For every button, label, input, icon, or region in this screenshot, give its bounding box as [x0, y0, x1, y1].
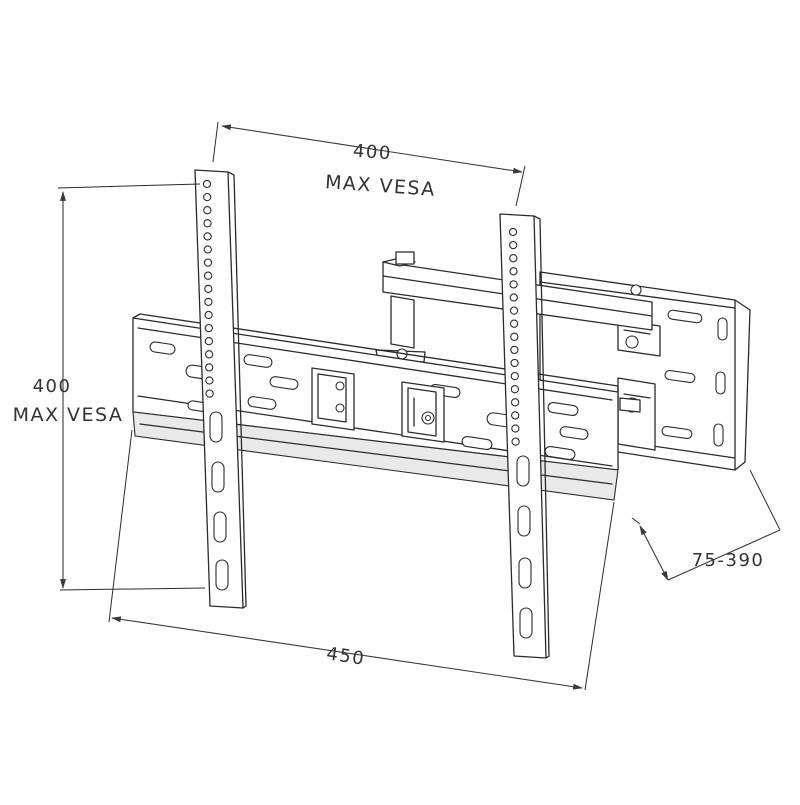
dimension-top-width: 400 MAX VESA [212, 121, 526, 207]
mounting-hole [203, 206, 212, 215]
left-height-value: 400 [33, 376, 72, 397]
top-width-value: 400 [352, 141, 392, 165]
mounting-hole [203, 245, 212, 254]
mounting-hole [510, 371, 519, 381]
mounting-hole [203, 192, 212, 202]
mounting-hole [509, 267, 518, 276]
mounting-hole [203, 258, 213, 267]
mounting-hole [204, 350, 214, 359]
right-vertical-bar [499, 213, 550, 659]
left-vertical-bar [194, 169, 247, 609]
mounting-hole [204, 297, 213, 307]
mounting-hole [510, 345, 519, 355]
left-height-label: MAX VESA [13, 404, 124, 426]
mounting-hole [509, 280, 518, 289]
mounting-hole [510, 385, 520, 394]
mounting-hole [510, 398, 520, 407]
mounting-hole [511, 424, 520, 433]
mounting-hole [204, 310, 213, 320]
extension-value: 75-390 [692, 550, 765, 571]
mounting-hole [509, 306, 519, 315]
mounting-hole [205, 376, 214, 385]
mounting-hole [511, 411, 520, 420]
horizontal-rail [132, 313, 619, 501]
mounting-hole [205, 363, 214, 372]
mounting-hole [510, 332, 519, 341]
mounting-hole [509, 293, 518, 302]
dimension-left-height: 400 MAX VESA [13, 183, 206, 591]
bottom-width-value: 450 [325, 643, 367, 670]
top-width-label: MAX VESA [324, 171, 436, 201]
mounting-hole [203, 271, 213, 280]
mounting-hole [204, 323, 213, 333]
mounting-hole [203, 219, 212, 228]
mounting-hole [508, 227, 518, 237]
mounting-hole [202, 179, 212, 189]
mounting-hole [511, 437, 520, 446]
mounting-hole [204, 337, 214, 346]
mounting-hole [510, 358, 519, 368]
mounting-hole [203, 232, 212, 241]
mounting-hole [205, 389, 214, 398]
dimension-bottom-width: 450 [108, 429, 615, 691]
dimension-extension: 75-390 [631, 469, 781, 581]
mounting-hole [509, 319, 519, 328]
mounting-hole [509, 254, 518, 263]
mounting-hole [509, 240, 518, 250]
mounting-hole [204, 284, 213, 293]
